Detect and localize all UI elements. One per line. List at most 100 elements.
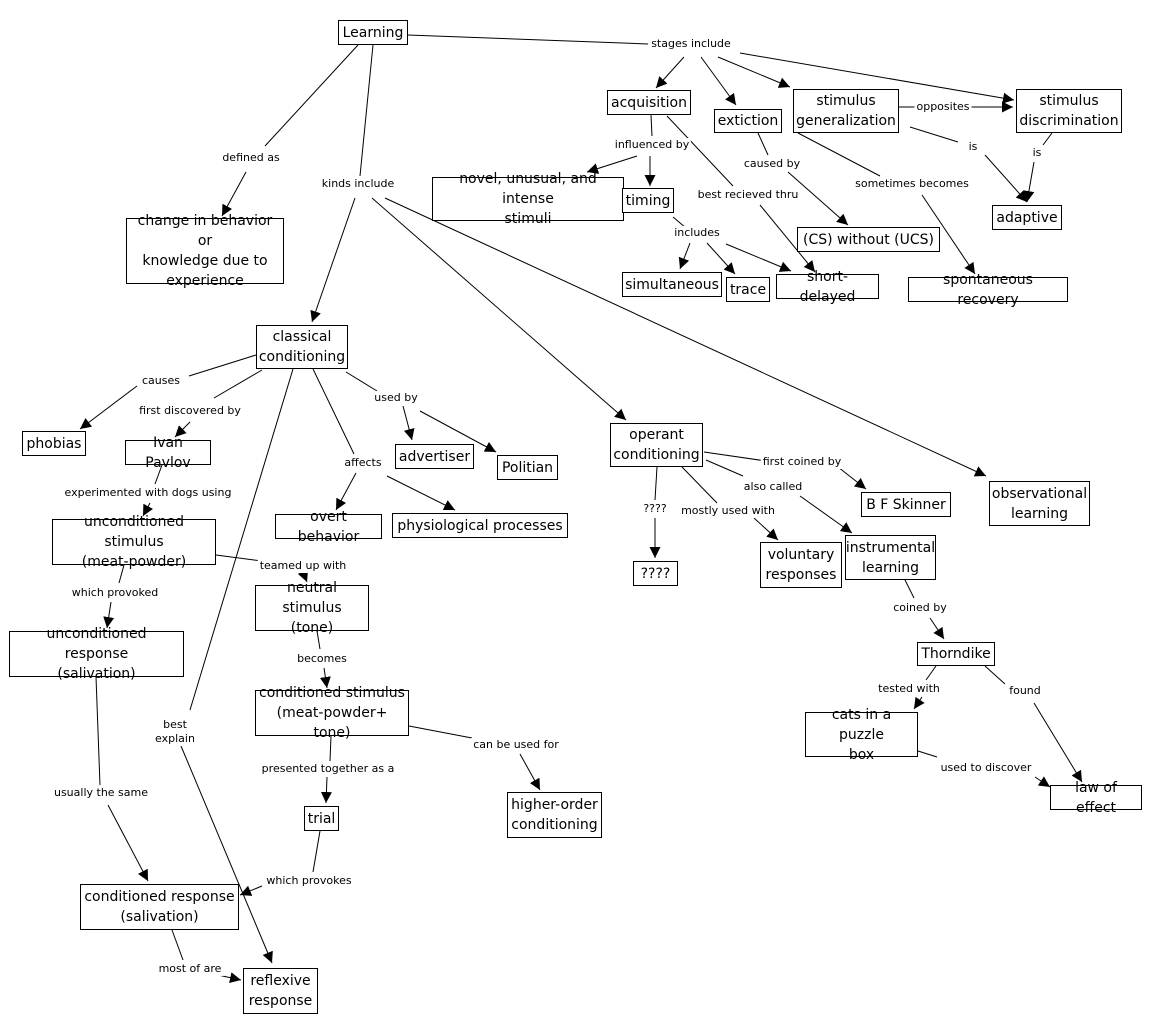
connector-line bbox=[984, 665, 1006, 685]
connector-line bbox=[359, 44, 374, 177]
label-experimented-with: experimented with dogs using bbox=[62, 486, 234, 500]
node-spontaneous-recovery: spontaneous recovery bbox=[908, 272, 1068, 308]
label-stages-include: stages include bbox=[649, 37, 733, 51]
connector-line bbox=[407, 34, 649, 45]
node-operant-conditioning: operant conditioning bbox=[610, 423, 703, 467]
node-overt-behavior: overt behavior bbox=[275, 509, 382, 545]
node-classical-conditioning: classical conditioning bbox=[256, 325, 348, 369]
connector-arrow bbox=[384, 197, 987, 477]
connector-line bbox=[171, 929, 184, 961]
label-opposites: opposites bbox=[914, 100, 972, 114]
label-teamed-up-with: teamed up with bbox=[257, 559, 349, 573]
connector-line bbox=[757, 132, 769, 156]
connector-arrow bbox=[297, 569, 309, 583]
label-usually-the-same: usually the same bbox=[51, 786, 151, 800]
connector-arrow bbox=[79, 385, 138, 430]
label-used-by: used by bbox=[372, 391, 420, 405]
label-presented-together: presented together as a bbox=[259, 762, 397, 776]
connector-line bbox=[215, 554, 263, 562]
label-causes: causes bbox=[140, 374, 182, 388]
connector-arrow bbox=[706, 242, 736, 275]
node-acquisition: acquisition bbox=[607, 90, 691, 115]
connector-line bbox=[329, 735, 332, 762]
connector-line bbox=[408, 725, 473, 739]
connector-arrow bbox=[103, 601, 115, 629]
node-cats-puzzle-box: cats in a puzzle box bbox=[805, 707, 918, 763]
connector-line bbox=[925, 665, 937, 681]
connector-arrow bbox=[921, 194, 976, 275]
connector-line bbox=[312, 830, 321, 873]
connector-arrow bbox=[239, 885, 263, 896]
connector-line bbox=[797, 132, 881, 177]
connector-line bbox=[705, 459, 744, 477]
node-trace: trace bbox=[726, 277, 770, 302]
label-defined-as: defined as bbox=[220, 151, 282, 165]
label-is-2: is bbox=[1030, 146, 1044, 160]
label-kinds-include: kinds include bbox=[319, 177, 397, 191]
connector-arrow bbox=[717, 56, 791, 88]
label-question-marks: ???? bbox=[641, 502, 669, 516]
connector-arrow bbox=[335, 472, 357, 511]
connector-arrow bbox=[759, 204, 816, 273]
connector-arrow bbox=[386, 475, 456, 511]
connector-arrow bbox=[678, 242, 691, 270]
node-extinction: extiction bbox=[714, 109, 782, 133]
connector-line bbox=[95, 676, 101, 786]
node-simultaneous: simultaneous bbox=[622, 272, 722, 297]
connector-arrow bbox=[753, 517, 779, 541]
connector-arrow bbox=[371, 197, 627, 421]
node-unconditioned-response: unconditioned response (salivation) bbox=[9, 626, 184, 682]
label-includes: includes bbox=[672, 226, 722, 240]
connector-arrow bbox=[837, 466, 867, 490]
node-reflexive-response: reflexive response bbox=[243, 968, 318, 1014]
connector-line bbox=[118, 564, 125, 584]
node-novel-stimuli: novel, unusual, and intense stimuli bbox=[432, 171, 624, 227]
connector-arrow bbox=[319, 667, 331, 689]
connector-arrow bbox=[402, 405, 415, 441]
connector-line bbox=[345, 371, 378, 392]
node-change: change in behavior or knowledge due to e… bbox=[126, 213, 284, 289]
connector-arrow bbox=[700, 56, 737, 106]
node-neutral-stimulus: neutral stimulus (tone) bbox=[255, 580, 369, 636]
node-ivan-pavlov: Ivan Pavlov bbox=[125, 435, 211, 471]
label-which-provoked: which provoked bbox=[69, 586, 161, 600]
connector-arrow bbox=[799, 495, 853, 534]
node-advertiser: advertiser bbox=[395, 444, 474, 469]
label-caused-by: caused by bbox=[741, 157, 803, 171]
label-coined-by: coined by bbox=[891, 601, 949, 615]
connector-line bbox=[316, 630, 321, 650]
node-adaptive: adaptive bbox=[992, 205, 1062, 230]
node-conditioned-stimulus: conditioned stimulus (meat-powder+ tone) bbox=[255, 685, 409, 741]
connector-arrow bbox=[586, 155, 638, 174]
connector-arrow bbox=[1023, 161, 1035, 203]
node-short-delayed: short-delayed bbox=[776, 269, 879, 305]
node-voluntary-responses: voluntary responses bbox=[760, 542, 842, 588]
node-trial: trial bbox=[304, 806, 339, 831]
node-thorndike: Thorndike bbox=[917, 642, 995, 666]
label-first-coined-by: first coined by bbox=[760, 455, 844, 469]
label-is-1: is bbox=[966, 140, 980, 154]
connector-arrow bbox=[929, 617, 945, 640]
connector-line bbox=[188, 354, 257, 377]
connector-arrow bbox=[320, 776, 332, 804]
connector-arrow bbox=[221, 171, 247, 217]
connector-arrow bbox=[725, 243, 792, 272]
node-bf-skinner: B F Skinner bbox=[861, 492, 951, 517]
node-conditioned-response: conditioned response (salivation) bbox=[80, 884, 239, 930]
connector-arrow bbox=[1033, 702, 1083, 783]
connector-line bbox=[650, 114, 653, 137]
connector-arrow bbox=[984, 154, 1028, 203]
connector-arrow bbox=[913, 696, 925, 710]
label-mostly-used-with: mostly used with bbox=[679, 504, 777, 518]
connector-line bbox=[1042, 132, 1053, 146]
connector-line bbox=[154, 464, 163, 485]
connector-line bbox=[681, 466, 718, 504]
connector-line bbox=[917, 750, 938, 758]
label-best-received-thru: best recieved thru bbox=[695, 188, 801, 202]
connector-arrow bbox=[419, 410, 497, 453]
connector-arrow bbox=[180, 745, 273, 964]
node-learning: Learning bbox=[338, 20, 408, 45]
connector-line bbox=[654, 466, 658, 501]
node-physiological-processes: physiological processes bbox=[392, 513, 568, 538]
